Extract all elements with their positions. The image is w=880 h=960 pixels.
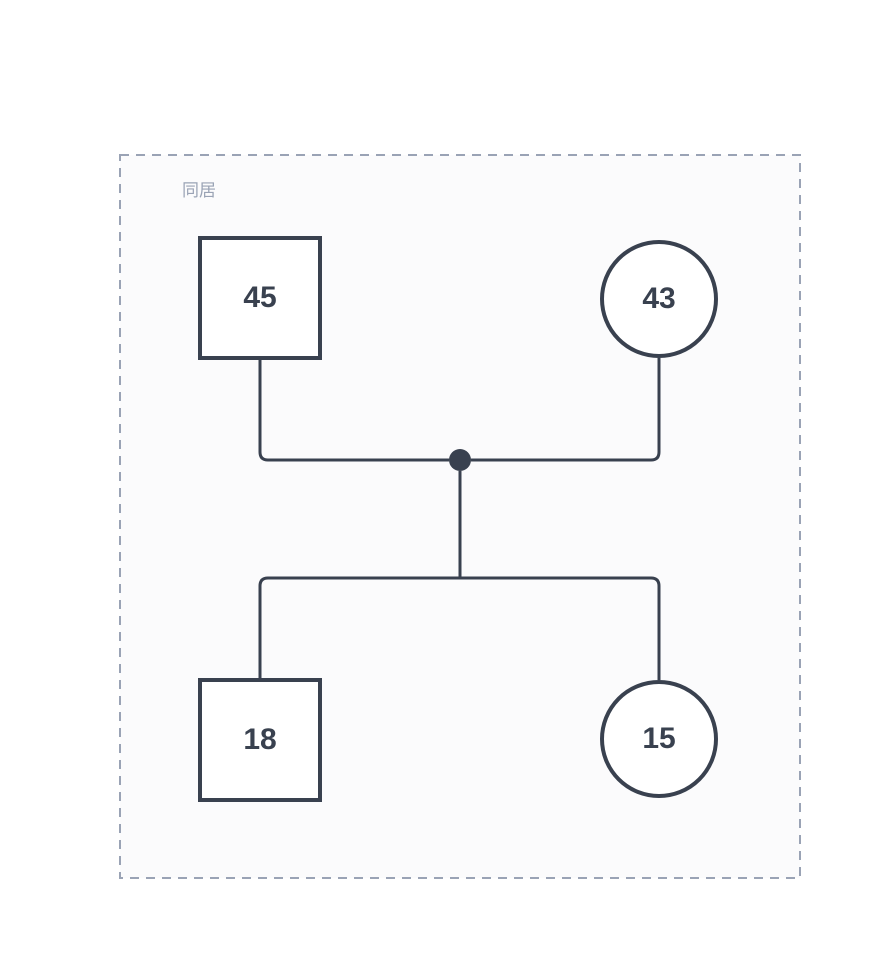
node-child-1-shape[interactable] [198, 678, 322, 802]
link-father-union [258, 358, 449, 462]
cohabitation-group-label: 同居 [182, 181, 216, 201]
node-mother-shape[interactable] [600, 240, 718, 358]
connector-lines [258, 358, 661, 680]
node-father-value: 45 [243, 281, 276, 314]
link-union-child-1 [258, 576, 460, 680]
union-junction-dot[interactable] [449, 449, 471, 471]
link-mother-union [471, 358, 661, 462]
node-mother[interactable]: 43 [600, 240, 718, 358]
node-mother-value: 43 [642, 282, 675, 315]
node-child-1[interactable]: 18 [198, 678, 322, 802]
node-child-2-shape[interactable] [600, 680, 718, 798]
node-child-2-value: 15 [642, 722, 675, 755]
node-father-shape[interactable] [198, 236, 322, 360]
node-child-1-value: 18 [243, 723, 276, 756]
link-union-child-2 [460, 576, 661, 680]
node-child-2[interactable]: 15 [600, 680, 718, 798]
node-father[interactable]: 45 [198, 236, 322, 360]
